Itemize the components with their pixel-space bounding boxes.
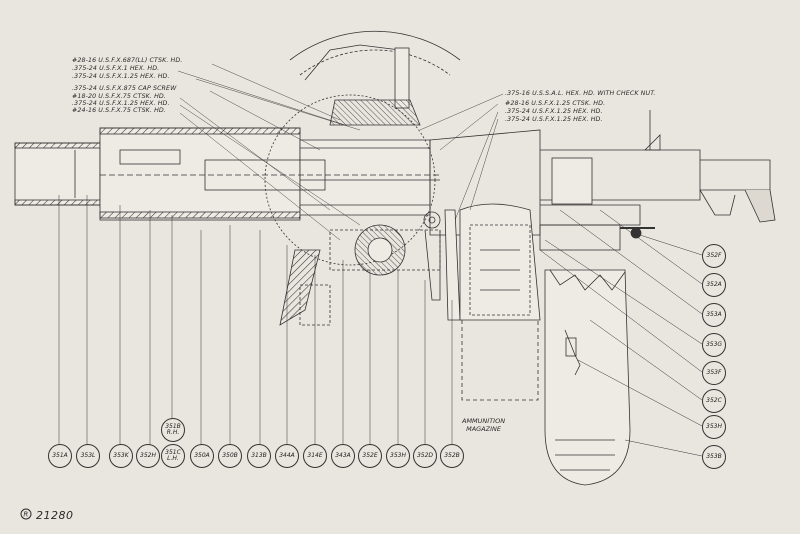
part-bubble-353F: 353F — [702, 361, 726, 385]
callout-right-2: #28-16 U.S.F.X.1.25 CTSK. HD. — [505, 100, 606, 107]
part-bubble-344A: 344A — [275, 444, 299, 468]
part-bubble-351C: 351C L.H. — [161, 444, 185, 468]
part-bubble-351B: 351B R.H. — [161, 418, 185, 442]
ammunition-label-line-1: AMMUNITION — [462, 417, 506, 425]
part-bubble-352H: 352H — [136, 444, 160, 468]
right-leaders — [539, 209, 703, 457]
part-bubble-353H-bottom: 353H — [386, 444, 410, 468]
part-bubble-352D: 352D — [413, 444, 437, 468]
part-bubble-352E: 352E — [358, 444, 382, 468]
callout-right-3: .375-24 U.S.F.X.1.25 HEX. HD. — [505, 108, 603, 115]
ammunition-label-line-2: MAGAZINE — [466, 425, 501, 433]
part-bubble-343A: 343A — [331, 444, 355, 468]
part-bubble-352A: 352A — [702, 273, 726, 297]
svg-text:R: R — [23, 511, 28, 519]
callout-left-6: .375-24 U.S.F.X.1.25 HEX. HD. — [72, 100, 170, 107]
part-bubble-350A: 350A — [190, 444, 214, 468]
cartridge-bag — [544, 269, 631, 486]
callout-right-4: .375-24 U.S.F.X.1.25 HEX. HD. — [505, 116, 603, 123]
callout-left-7: #24-16 U.S.F.X.75 CTSK. HD. — [72, 107, 166, 114]
part-bubble-353L: 353L — [76, 444, 100, 468]
part-bubble-314E: 314E — [303, 444, 327, 468]
plate-number-text: 21280 — [36, 509, 74, 522]
part-bubble-353B: 353B — [702, 445, 726, 469]
callout-right-1: .375-16 U.S.S.A.L. HEX. HD. WITH CHECK N… — [505, 90, 656, 97]
registered-mark-icon: R — [20, 508, 32, 520]
callout-left-2: .375-24 U.S.F.X.1 HEX. HD. — [72, 65, 160, 72]
ammunition-magazine — [459, 203, 541, 401]
bottom-leaders — [58, 195, 453, 445]
trigger-group — [423, 209, 461, 321]
part-bubble-352B: 352B — [440, 444, 464, 468]
callout-leaders — [177, 63, 504, 241]
part-bubble-353A: 353A — [702, 303, 726, 327]
part-bubble-352C: 352C — [702, 389, 726, 413]
part-bubble-350B: 350B — [218, 444, 242, 468]
rear-sight — [644, 110, 661, 151]
part-bubble-353G: 353G — [702, 333, 726, 357]
barrel-jacket — [14, 127, 301, 221]
callout-left-3: .375-24 U.S.F.X.1.25 HEX. HD. — [72, 73, 170, 80]
part-bubble-353K: 353K — [109, 444, 133, 468]
part-bubble-313B: 313B — [247, 444, 271, 468]
callout-left-5: #18-20 U.S.F.X.75 CTSK. HD. — [72, 93, 166, 100]
part-bubble-352F: 352F — [702, 244, 726, 268]
plate-number: R 21280 — [20, 508, 74, 522]
foot-piece — [279, 249, 331, 326]
part-bubble-353H-right: 353H — [702, 415, 726, 439]
feed-drum — [264, 30, 461, 276]
ammunition-magazine-label: AMMUNITION MAGAZINE — [462, 417, 505, 433]
callout-left-4: .375-24 U.S.F.X.875 CAP SCREW — [72, 85, 177, 92]
callout-left-1: #28-16 U.S.F.X.687(LL) CTSK. HD. — [72, 57, 183, 64]
receiver-body — [100, 129, 776, 251]
part-bubble-351A: 351A — [48, 444, 72, 468]
